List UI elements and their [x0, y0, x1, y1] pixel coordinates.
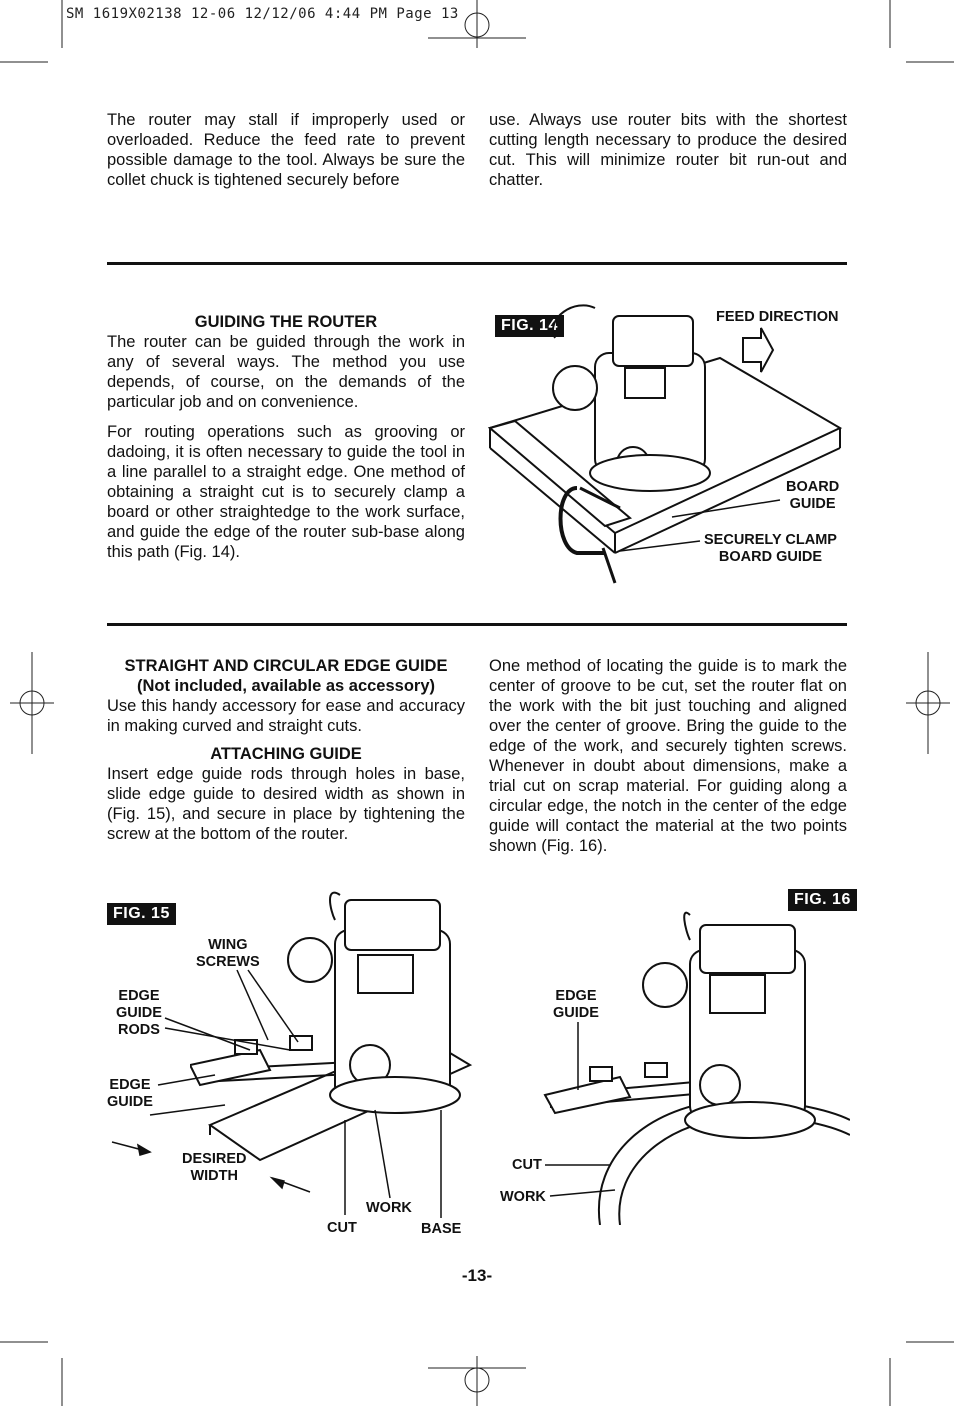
section-divider: [107, 262, 847, 265]
edge-guide-subheading: (Not included, available as accessory): [136, 677, 436, 695]
fig15-base-label: BASE: [421, 1221, 462, 1237]
page-number: -13-: [461, 1266, 493, 1285]
fig14-board-guide-label: BOARD GUIDE: [786, 479, 840, 512]
edge-guide-heading: STRAIGHT AND CIRCULAR EDGE GUIDE: [124, 657, 448, 675]
section-divider-2: [107, 623, 847, 626]
print-slug: SM 1619X02138 12-06 12/12/06 4:44 PM Pag…: [66, 6, 459, 22]
fig14-clamp-label: SECURELY CLAMP BOARD GUIDE: [704, 532, 837, 565]
fig15-tag: FIG. 15: [107, 903, 176, 925]
fig14-router-illustration: [487, 304, 843, 584]
guiding-paragraph-1: The router can be guided through the wor…: [107, 333, 465, 411]
guiding-section: GUIDING THE ROUTER The router can be gui…: [107, 312, 465, 562]
fig15-edge-guide-label: EDGE GUIDE: [107, 1077, 153, 1110]
edge-guide-section: STRAIGHT AND CIRCULAR EDGE GUIDE (Not in…: [107, 656, 465, 844]
top-left-paragraph: The router may stall if improperly used …: [107, 111, 465, 189]
fig15-edge-guide-rods-label: EDGE GUIDE RODS: [116, 988, 162, 1038]
top-right-paragraph: use. Always use router bits with the sho…: [489, 111, 847, 189]
guiding-heading: GUIDING THE ROUTER: [194, 313, 378, 331]
fig15-desired-width-label: DESIRED WIDTH: [182, 1151, 247, 1184]
fig16-work-label: WORK: [500, 1189, 546, 1205]
fig16-cut-label: CUT: [512, 1157, 542, 1173]
fig15-work-label: WORK: [366, 1200, 412, 1216]
attaching-guide-heading: ATTACHING GUIDE: [210, 745, 362, 763]
guiding-paragraph-2: For routing operations such as grooving …: [107, 423, 465, 561]
edge-guide-right-paragraph: One method of locating the guide is to m…: [489, 657, 847, 855]
attaching-guide-text: Insert edge guide rods through holes in …: [107, 765, 465, 843]
fig16-edge-guide-label: EDGE GUIDE: [553, 988, 599, 1021]
fig15-router-illustration: [190, 891, 473, 1162]
fig15-wing-screws-label: WING SCREWS: [196, 937, 260, 970]
fig16-tag: FIG. 16: [788, 889, 857, 911]
fig14-tag: FIG. 14: [495, 315, 564, 337]
fig14-feed-direction-label: FEED DIRECTION: [716, 309, 839, 325]
edge-guide-intro: Use this handy accessory for ease and ac…: [107, 697, 465, 735]
fig15-cut-label: CUT: [327, 1220, 357, 1236]
fig16-router-illustration: [543, 911, 850, 1225]
